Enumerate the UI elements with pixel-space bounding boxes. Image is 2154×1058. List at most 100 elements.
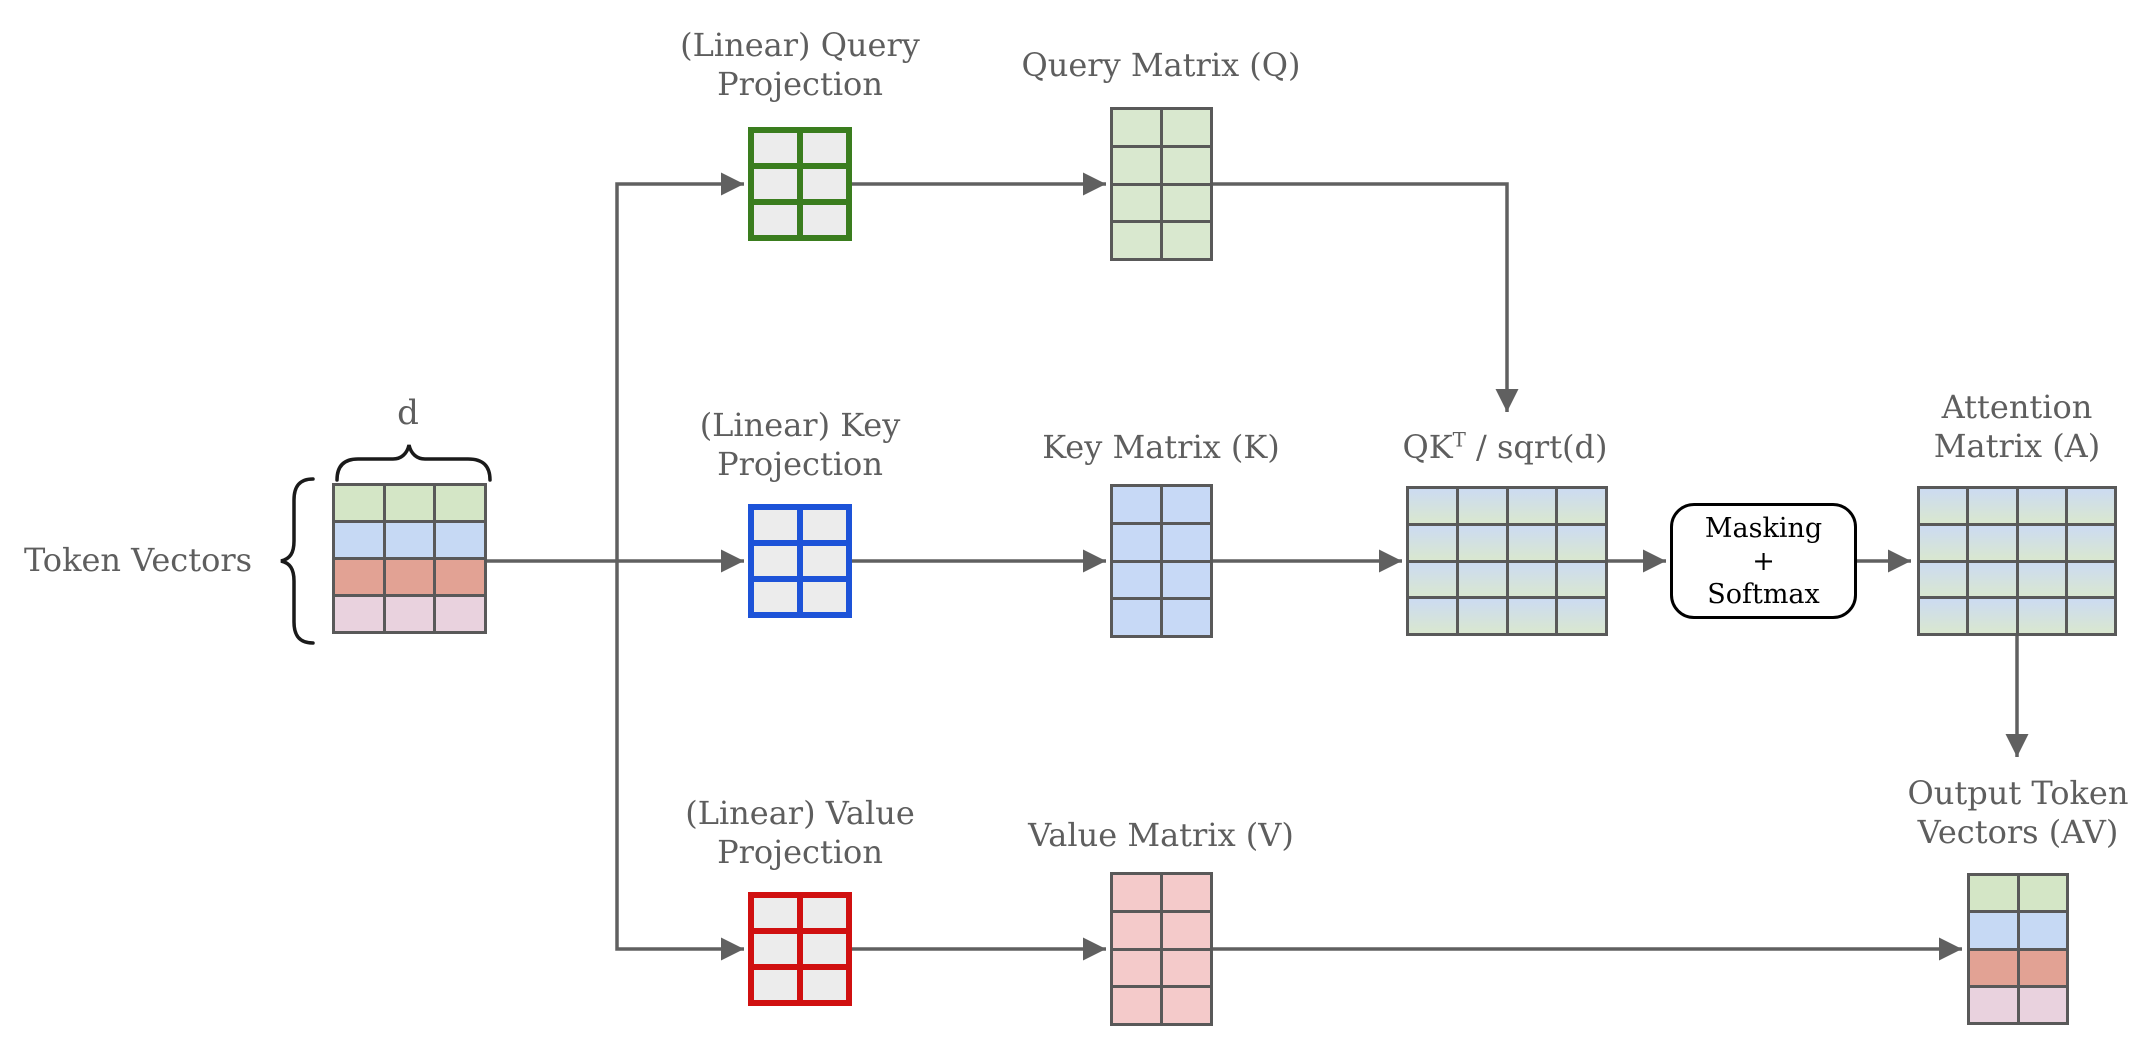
matrix-cell <box>1113 524 1160 560</box>
matrix-cell <box>436 597 484 631</box>
qk-scores-label: QKT / sqrt(d) <box>1355 428 1655 467</box>
matrix-cell <box>2019 876 2066 911</box>
matrix-cell <box>1163 185 1210 221</box>
token-vectors-label: Token Vectors <box>23 541 253 579</box>
matrix-cell <box>335 486 383 520</box>
matrix-cell <box>1163 562 1210 598</box>
matrix-cell <box>754 205 797 235</box>
key-projection-label-line1: (Linear) Key <box>699 406 901 444</box>
matrix-cell <box>436 523 484 557</box>
attention-matrix-a <box>1917 486 2117 636</box>
matrix-cell <box>436 560 484 594</box>
matrix-cell <box>2067 525 2114 560</box>
query-matrix-q <box>1110 107 1213 261</box>
query-projection-label-line1: (Linear) Query <box>680 26 920 64</box>
token-vectors-brace <box>280 477 315 645</box>
matrix-cell <box>1458 599 1506 633</box>
matrix-cell <box>803 582 846 612</box>
matrix-cell <box>1163 988 1210 1023</box>
attention-matrix-label-line1: Attention <box>1941 388 2093 426</box>
matrix-cell <box>1113 185 1160 221</box>
d-dimension-label: d <box>397 393 419 433</box>
query-projection-label-line2: Projection <box>717 65 883 103</box>
value-matrix-v <box>1110 872 1213 1026</box>
matrix-cell <box>1458 562 1506 597</box>
key-matrix-label: Key Matrix (K) <box>1042 428 1280 466</box>
matrix-cell <box>2018 525 2065 560</box>
matrix-cell <box>1970 950 2017 985</box>
matrix-cell <box>1969 525 2016 560</box>
matrix-cell <box>803 169 846 199</box>
matrix-cell <box>335 523 383 557</box>
matrix-cell <box>1163 147 1210 183</box>
matrix-cell <box>1458 525 1506 560</box>
query-matrix-label: Query Matrix (Q) <box>1021 46 1301 84</box>
arrow-branch-to-query-projection <box>615 172 744 561</box>
matrix-cell <box>1409 599 1456 633</box>
attention-matrix-label: Attention Matrix (A) <box>1867 388 2154 466</box>
matrix-cell <box>1970 876 2017 911</box>
output-vectors-label-line2: Vectors (AV) <box>1917 813 2119 851</box>
matrix-cell <box>1969 489 2016 523</box>
matrix-cell <box>385 486 434 520</box>
matrix-cell <box>1458 489 1506 523</box>
matrix-cell <box>1920 599 1967 633</box>
matrix-cell <box>803 510 846 540</box>
matrix-cell <box>754 546 797 576</box>
matrix-cell <box>754 510 797 540</box>
matrix-cell <box>1163 950 1210 986</box>
matrix-cell <box>2067 562 2114 597</box>
masking-box-line3: Softmax <box>1707 578 1820 610</box>
qk-label-rest: / sqrt(d) <box>1465 428 1608 466</box>
matrix-cell <box>2018 599 2065 633</box>
matrix-cell <box>1163 110 1210 145</box>
matrix-cell <box>803 934 846 964</box>
matrix-cell <box>1113 950 1160 986</box>
matrix-cell <box>1163 600 1210 635</box>
matrix-cell <box>754 970 797 1000</box>
matrix-cell <box>1163 875 1210 910</box>
matrix-cell <box>1969 599 2016 633</box>
query-projection-label: (Linear) Query Projection <box>660 26 940 104</box>
matrix-cell <box>1508 525 1556 560</box>
matrix-cell <box>1508 562 1556 597</box>
key-projection-label: (Linear) Key Projection <box>660 406 940 484</box>
matrix-cell <box>1409 489 1456 523</box>
matrix-cell <box>1113 875 1160 910</box>
output-vectors-label: Output Token Vectors (AV) <box>1868 774 2154 852</box>
matrix-cell <box>1920 489 1967 523</box>
masking-softmax-box: Masking + Softmax <box>1670 503 1857 619</box>
matrix-cell <box>1409 525 1456 560</box>
matrix-cell <box>803 970 846 1000</box>
key-matrix-k <box>1110 484 1213 638</box>
matrix-cell <box>2019 987 2066 1022</box>
matrix-cell <box>803 205 846 235</box>
matrix-cell <box>2019 913 2066 948</box>
arrow-q-to-qk <box>1213 182 1519 412</box>
matrix-cell <box>803 133 846 163</box>
attention-matrix-label-line2: Matrix (A) <box>1933 427 2101 465</box>
key-projection-grid <box>748 504 852 618</box>
matrix-cell <box>754 169 797 199</box>
matrix-cell <box>1163 524 1210 560</box>
key-projection-label-line2: Projection <box>717 445 883 483</box>
matrix-cell <box>1113 110 1160 145</box>
matrix-cell <box>1113 223 1160 258</box>
matrix-cell <box>2018 489 2065 523</box>
matrix-cell <box>1113 487 1160 522</box>
matrix-cell <box>1970 913 2017 948</box>
matrix-cell <box>1920 525 1967 560</box>
matrix-cell <box>1113 562 1160 598</box>
matrix-cell <box>2019 950 2066 985</box>
masking-box-line1: Masking <box>1704 512 1823 544</box>
qk-label-transpose: T <box>1452 428 1466 452</box>
matrix-cell <box>1113 988 1160 1023</box>
matrix-cell <box>1409 562 1456 597</box>
masking-box-line2: + <box>1752 545 1775 577</box>
output-token-vectors-matrix <box>1967 873 2069 1025</box>
matrix-cell <box>385 597 434 631</box>
matrix-cell <box>385 523 434 557</box>
matrix-cell <box>1113 600 1160 635</box>
matrix-cell <box>1508 599 1556 633</box>
